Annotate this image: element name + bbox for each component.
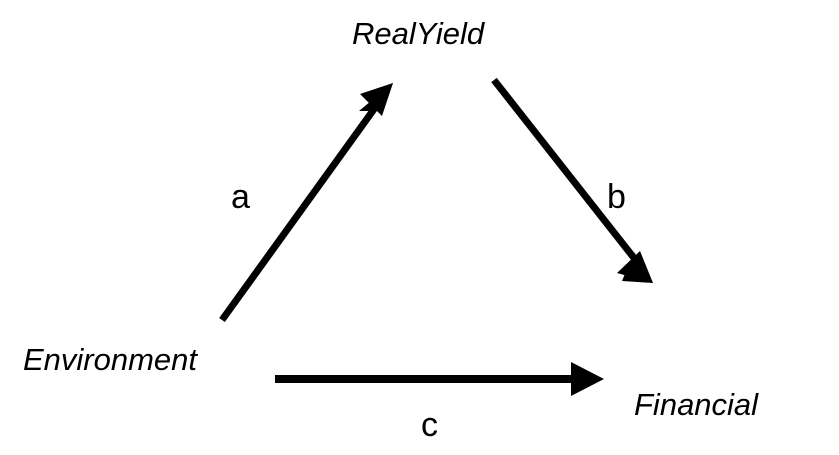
edge-label-a: a [231, 178, 250, 216]
edge-b-arrowhead-fill [622, 252, 653, 283]
edge-label-c: c [421, 406, 438, 444]
node-label-realyield: RealYield [352, 16, 485, 51]
edge-c-arrowhead [571, 362, 604, 396]
edge-a-arrow [219, 83, 393, 323]
edge-b-shaft [491, 77, 637, 261]
edge-c-arrow [275, 362, 604, 396]
node-label-financial-performance: Financial Performance [634, 304, 811, 455]
edge-a-arrowhead-fill [360, 83, 393, 116]
edge-b-arrow [491, 77, 653, 283]
edge-label-b: b [607, 178, 626, 216]
edge-a-shaft [219, 102, 380, 323]
node-label-environment: Environment [23, 342, 198, 377]
node-label-financial-performance-line1: Financial [634, 386, 759, 422]
